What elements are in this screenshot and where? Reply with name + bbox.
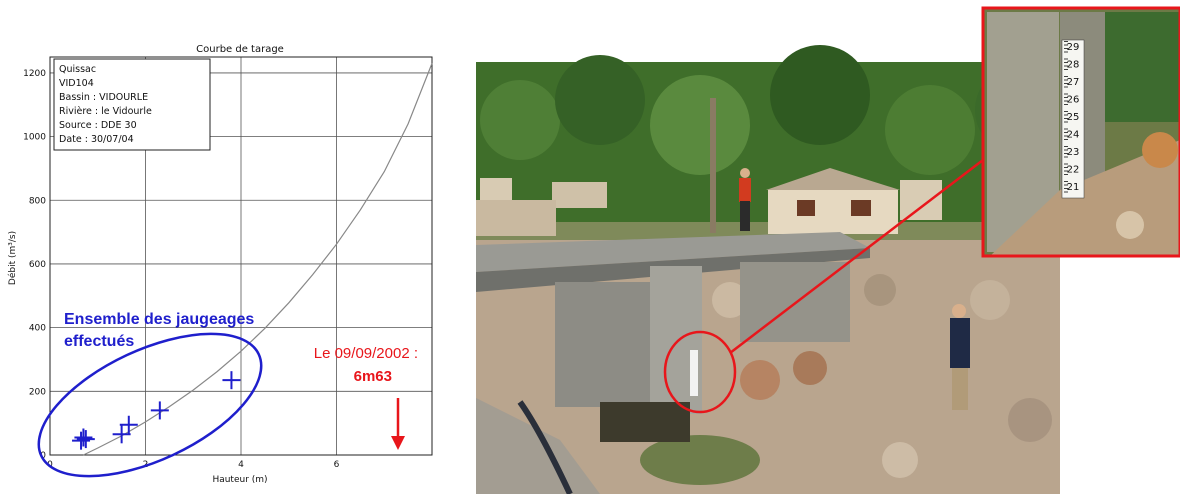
gauging-point xyxy=(72,431,91,450)
info-line: Bassin : VIDOURLE xyxy=(59,92,148,103)
chart-title: Courbe de tarage xyxy=(196,44,284,55)
gauge-scale-labels: 29 28 27 26 25 24 23 22 21 xyxy=(1064,41,1080,193)
gauging-point xyxy=(119,415,138,434)
y-tick-label: 600 xyxy=(29,260,46,270)
callout-line xyxy=(729,159,984,354)
x-tick-label: 4 xyxy=(238,460,244,470)
gaugings-ellipse xyxy=(37,332,263,478)
info-line: Rivière : le Vidourle xyxy=(59,106,152,117)
gauging-point xyxy=(76,430,95,449)
y-tick-label: 800 xyxy=(29,196,46,206)
staff-gauge-closeup-photo: 29 28 27 26 25 24 23 22 21 xyxy=(983,8,1180,256)
gauge-scale-label: 27 xyxy=(1067,77,1080,88)
event-value-label: 6m63 xyxy=(354,368,392,385)
y-axis-label: Débit (m³/s) xyxy=(7,231,18,285)
y-tick-label: 200 xyxy=(29,387,46,397)
info-line: Source : DDE 30 xyxy=(59,120,137,131)
gauge-scale-label: 28 xyxy=(1067,60,1080,71)
gauge-highlight-circle xyxy=(663,330,737,414)
y-tick-label: 1200 xyxy=(23,69,46,79)
gauge-scale-label: 24 xyxy=(1067,130,1080,141)
gauge-scale-label: 29 xyxy=(1067,42,1080,53)
gauge-scale-label: 21 xyxy=(1067,182,1080,193)
x-tick-label: 6 xyxy=(334,460,340,470)
gauge-scale-label: 22 xyxy=(1067,165,1080,176)
y-tick-label: 0 xyxy=(40,451,46,461)
info-line: VID104 xyxy=(59,78,94,89)
info-box-text: Quissac VID104 Bassin : VIDOURLE Rivière… xyxy=(59,64,152,145)
gauging-point xyxy=(222,371,241,390)
gauging-point xyxy=(74,428,93,447)
event-arrow xyxy=(391,398,405,450)
info-line: Quissac xyxy=(59,64,96,75)
event-date-label: Le 09/09/2002 : xyxy=(314,345,418,362)
y-tick-label: 400 xyxy=(29,324,46,334)
gauging-point xyxy=(112,425,131,444)
gauge-scale-label: 25 xyxy=(1067,112,1080,123)
gauging-markers xyxy=(72,371,241,450)
inset-frame xyxy=(981,6,1180,258)
gauge-scale-label: 23 xyxy=(1067,147,1080,158)
bridge-over-vidourle-photo xyxy=(476,45,1065,494)
gauge-scale-label: 26 xyxy=(1067,95,1080,106)
gaugings-label: Ensemble des jaugeages effectués xyxy=(64,311,259,350)
plot-frame xyxy=(49,56,433,456)
x-axis-label: Hauteur (m) xyxy=(212,475,267,485)
gauging-point xyxy=(150,401,169,420)
info-box xyxy=(53,58,211,151)
y-tick-label: 1000 xyxy=(23,133,46,143)
rating-curve-line xyxy=(83,63,433,456)
info-line: Date : 30/07/04 xyxy=(59,134,134,145)
